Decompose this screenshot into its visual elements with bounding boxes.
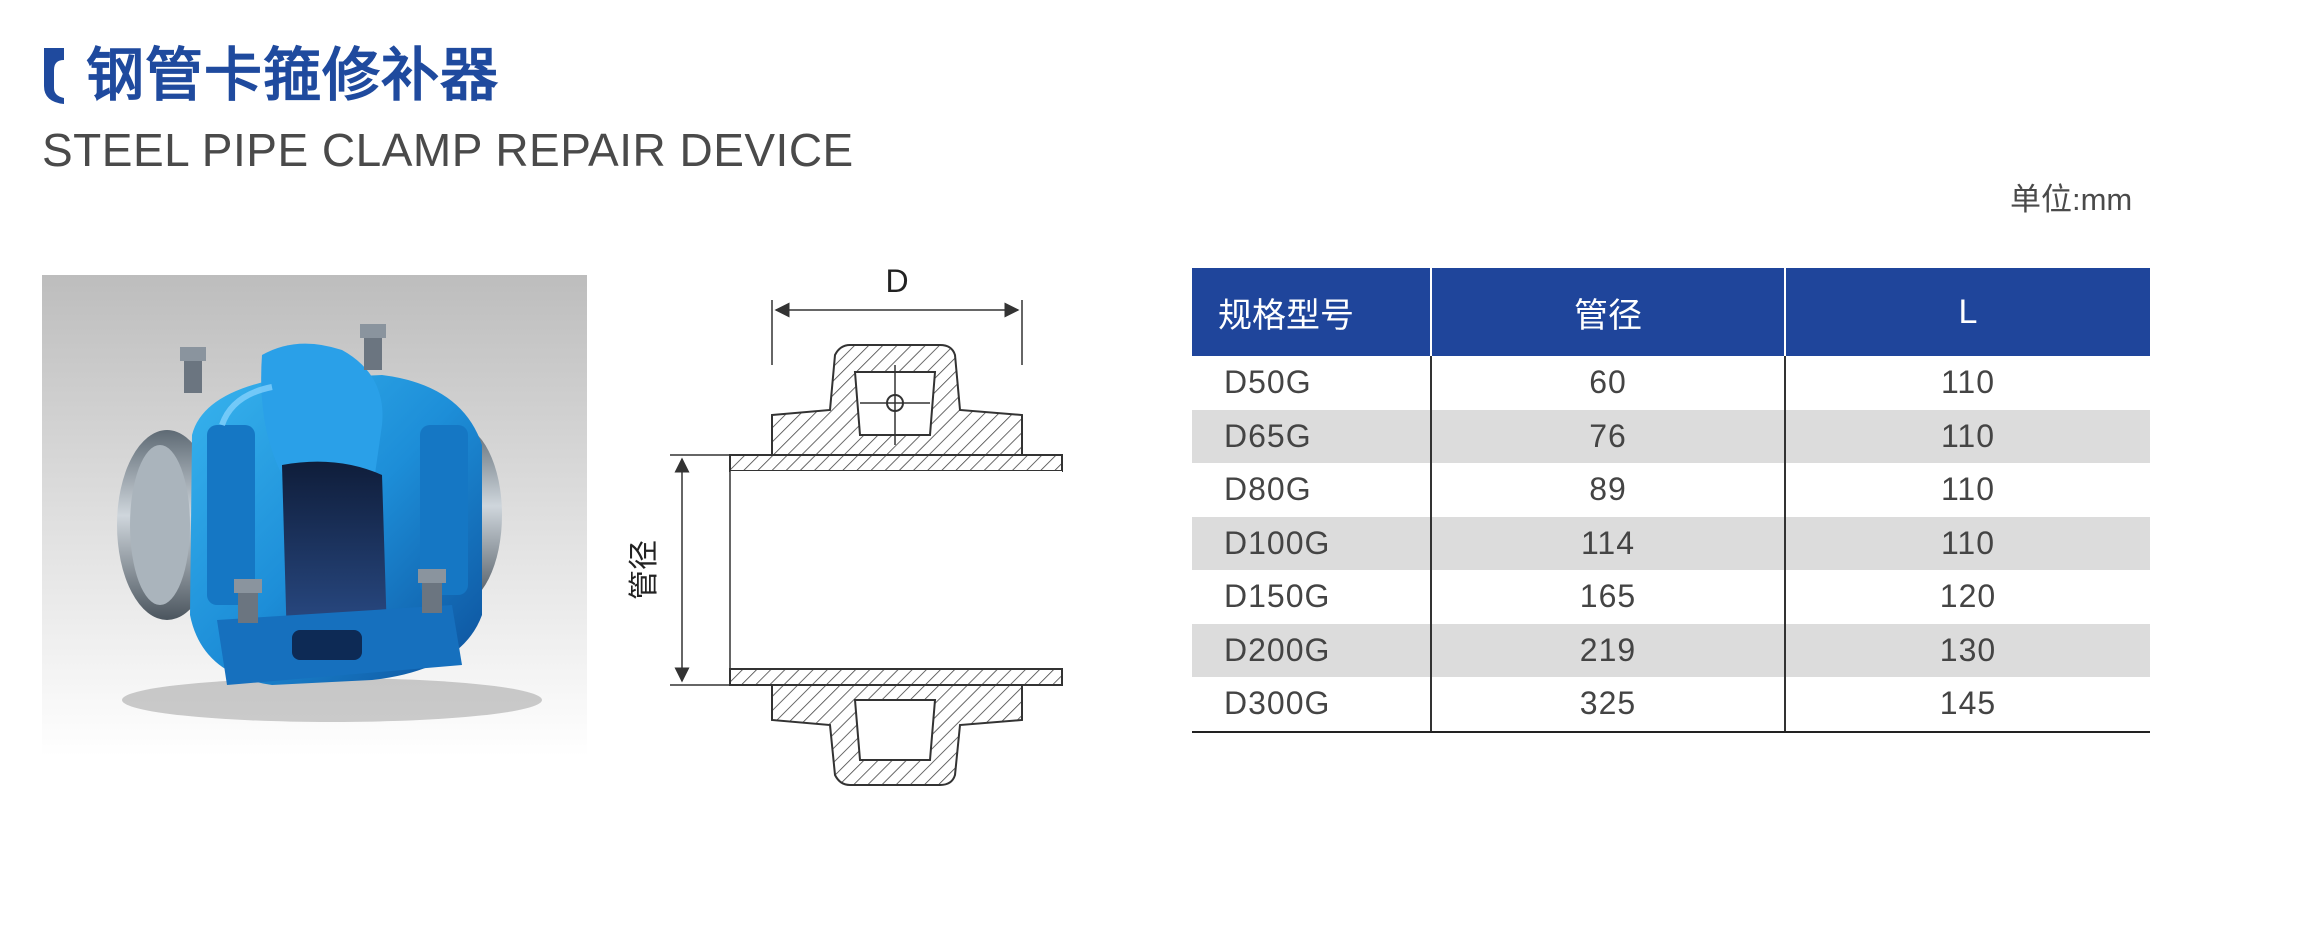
cell-diameter: 89	[1430, 463, 1785, 517]
cell-diameter: 325	[1430, 677, 1785, 733]
cell-model: D200G	[1192, 623, 1431, 677]
title-bracket-icon	[44, 48, 64, 104]
cell-diameter: 219	[1430, 623, 1785, 677]
table-row: D100G 114 110	[1192, 516, 2150, 570]
table-row: D150G 165 120	[1192, 570, 2150, 624]
table-row: D200G 219 130	[1192, 623, 2150, 677]
cell-model: D65G	[1192, 409, 1431, 463]
cell-length: 110	[1784, 516, 2150, 570]
cell-diameter: 60	[1430, 356, 1785, 410]
dimension-d-label: D	[885, 263, 908, 299]
column-header-diameter: 管径	[1430, 268, 1785, 356]
cell-model: D50G	[1224, 364, 1312, 401]
table-header-row: 规格型号 管径 L	[1192, 268, 2150, 356]
cell-length: 120	[1784, 570, 2150, 624]
cell-length: 110	[1784, 356, 2150, 410]
dimension-pipe-label: 管径	[627, 540, 662, 600]
cell-model: D300G	[1192, 677, 1431, 733]
unit-label: 单位:mm	[2010, 182, 2133, 217]
cell-length: 110	[1784, 463, 2150, 517]
cell-diameter: 165	[1430, 570, 1785, 624]
technical-drawing: D 管径	[627, 263, 1063, 786]
table-row: D300G 325 145	[1192, 677, 2150, 733]
cell-length: 145	[1784, 677, 2150, 733]
spec-table: 规格型号 管径 L D50G 60 110 D65G 76 110 D80G 8…	[1192, 268, 2150, 733]
table-row: D50G 60 110	[1192, 356, 2150, 410]
page-subtitle: STEEL PIPE CLAMP REPAIR DEVICE	[42, 124, 854, 176]
cell-length: 110	[1784, 409, 2150, 463]
column-header-length: L	[1784, 268, 2150, 356]
cell-diameter: 114	[1430, 516, 1785, 570]
table-row: D65G 76 110	[1192, 409, 2150, 463]
table-row: D80G 89 110	[1192, 463, 2150, 517]
cell-diameter: 76	[1430, 409, 1785, 463]
cell-model: D150G	[1224, 578, 1331, 615]
cell-model: D100G	[1192, 516, 1431, 570]
cell-model: D80G	[1224, 471, 1312, 508]
column-header-model: 规格型号	[1192, 268, 1431, 356]
cell-length: 130	[1784, 623, 2150, 677]
page-title: 钢管卡箍修补器	[86, 41, 500, 109]
product-photo	[42, 275, 587, 757]
